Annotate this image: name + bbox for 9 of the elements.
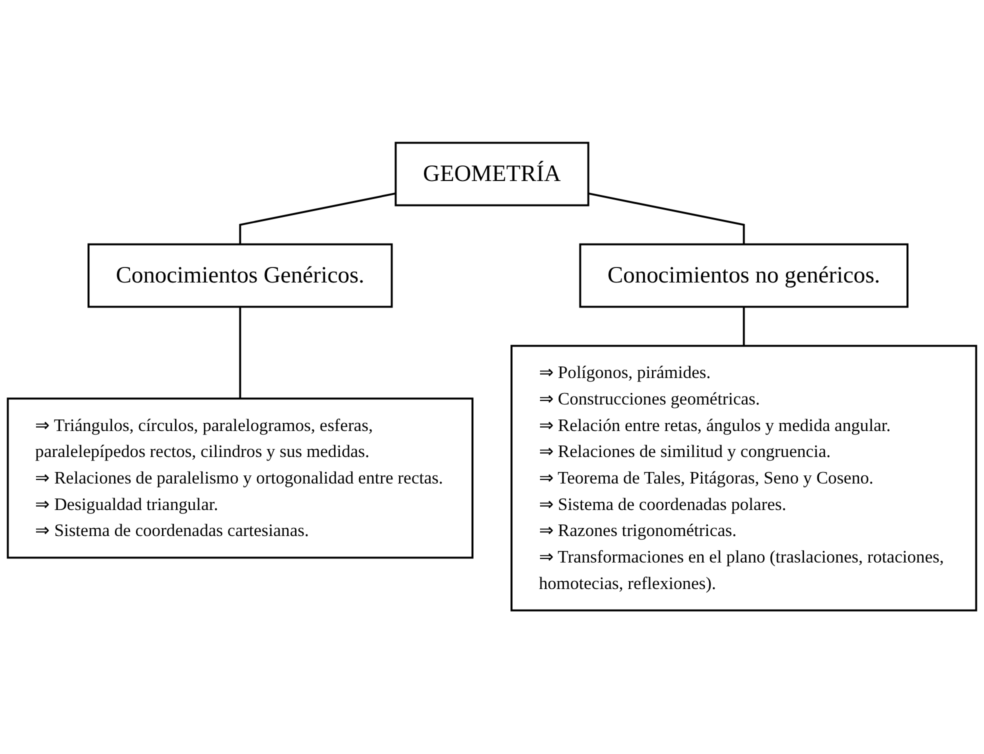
node-box: ⇒ Triángulos, círculos, paralelogramos, esferas, paralelepípedos rectos, cilindros y sus medidas. ⇒ Relaciones de paralelismo y ortogonalidad entre rectas. ⇒ Desigualdad triangular. ⇒ Sistema de coordenadas cartesianas. — [6, 398, 474, 560]
node-box: Conocimientos Genéricos. — [88, 244, 393, 308]
connector — [588, 192, 745, 245]
node-box: GEOMETRÍA — [394, 142, 590, 207]
connector — [742, 307, 745, 346]
node-box: ⇒ Polígonos, pirámides. ⇒ Construcciones geométricas. ⇒ Relación entre retas, ángulos y medida angular. ⇒ Relaciones de similitud y congruencia. ⇒ Teorema de Tales, Pitágoras, Seno y Coseno. ⇒ Sistema de coordenadas polares. ⇒ Razones trigonométricas. ⇒ Transformaciones en el plano (traslaciones, rotaciones, homotecias, reflexiones). — [510, 345, 978, 612]
node-box: Conocimientos no genéricos. — [579, 244, 908, 308]
connector — [239, 307, 242, 399]
connector — [239, 192, 396, 245]
